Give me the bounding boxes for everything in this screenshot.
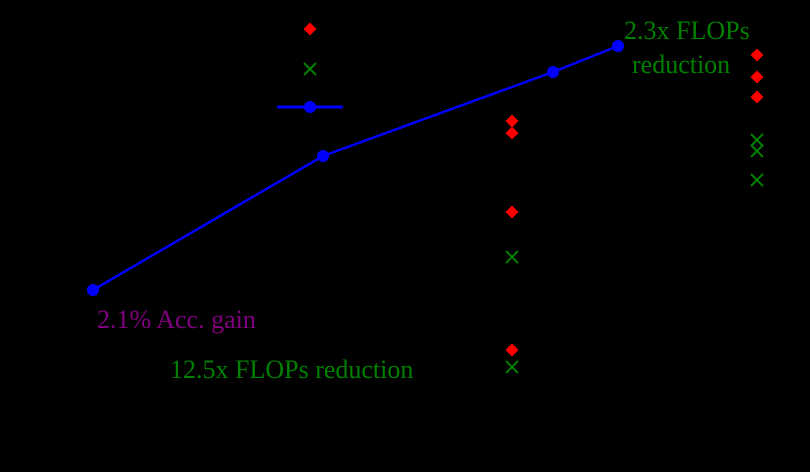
diamond-point-marker — [750, 70, 764, 84]
x-point-marker — [505, 250, 519, 264]
diamond-point-marker — [750, 90, 764, 104]
diamond-point-marker — [505, 114, 519, 128]
line-point-marker — [317, 150, 329, 162]
series-line — [92, 44, 619, 292]
x-point-marker — [505, 360, 519, 374]
diamond-point-marker — [505, 205, 519, 219]
x-point-marker — [750, 144, 764, 158]
x-point-marker — [750, 173, 764, 187]
diamond-point-marker — [750, 48, 764, 62]
x-point-marker — [750, 133, 764, 147]
line-point-marker — [87, 284, 99, 296]
annotation-flops-bottom: 12.5x FLOPs reduction — [170, 355, 414, 384]
line-point-marker — [612, 40, 624, 52]
legend-x-marker — [303, 62, 317, 76]
line-point-marker — [547, 66, 559, 78]
diamond-point-marker — [505, 126, 519, 140]
legend-diamond-marker — [303, 22, 317, 36]
annotation-flops-top-line1: 2.3x FLOPs — [624, 16, 750, 45]
annotation-flops-top-line2: reduction — [632, 50, 731, 79]
annotation-acc-gain: 2.1% Acc. gain — [97, 305, 256, 334]
diamond-point-marker — [505, 343, 519, 357]
legend-circle-marker — [304, 101, 316, 113]
